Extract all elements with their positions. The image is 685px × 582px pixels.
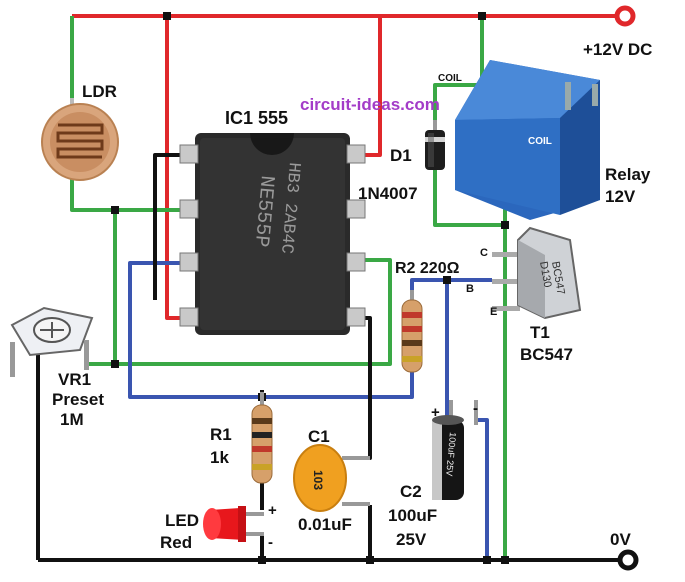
c1-label: C1 <box>308 427 330 446</box>
junction-dot <box>111 206 119 214</box>
transistor-body-1: BC547 <box>549 260 567 295</box>
ldr <box>41 98 119 181</box>
red-wire-ic-pin8 <box>355 16 382 157</box>
blue-wire-c2-minus <box>477 418 489 560</box>
green-wire-ic-pin3 <box>115 258 392 366</box>
c2-label: C2 <box>400 482 422 501</box>
junction-dot <box>478 12 486 20</box>
resistor-r1 <box>251 392 273 484</box>
junction-dot <box>163 12 171 20</box>
c2-body: 100uF 25V <box>444 432 458 477</box>
junction-dot <box>366 556 374 564</box>
coil-right-label: COIL <box>528 136 552 147</box>
junction-dot <box>501 221 509 229</box>
led-red <box>203 506 264 542</box>
preset-label-2: Preset <box>52 390 104 409</box>
green-wire-coil-top <box>433 16 484 130</box>
transistor-part: BC547 <box>520 345 573 364</box>
led-plus: + <box>268 502 277 519</box>
transistor-body-2: D130 <box>537 260 553 288</box>
preset-label-3: 1M <box>60 410 84 429</box>
relay-rating: 12V <box>605 187 636 206</box>
ic-555: NE555P HB3 2AB4C <box>179 133 366 335</box>
r1-label-2: 1k <box>210 448 229 467</box>
junction-dot <box>501 556 509 564</box>
resistor-r2 <box>401 290 423 373</box>
green-wire-ldr-bottom <box>70 178 186 212</box>
transistor-label: T1 <box>530 323 550 342</box>
diode-part: 1N4007 <box>358 184 418 203</box>
diode-d1 <box>425 120 445 170</box>
led-minus: - <box>268 534 273 551</box>
green-wire-preset <box>88 210 117 366</box>
black-wire-ic-pin1 <box>153 153 186 300</box>
preset-label-1: VR1 <box>58 370 91 389</box>
c2-plus: + <box>431 404 440 421</box>
c1-code: 103 <box>311 470 325 490</box>
led-label-1: LED <box>165 511 199 530</box>
c2-value-2: 25V <box>396 530 427 549</box>
pin-c-label: C <box>480 247 488 259</box>
diode-label: D1 <box>390 146 412 165</box>
transistor-t1: BC547 D130 <box>492 226 582 320</box>
ic-label: IC1 555 <box>225 108 288 128</box>
black-wire-ic-c1 <box>355 316 372 460</box>
green-wire-diode-bottom <box>433 168 505 227</box>
ldr-label: LDR <box>82 82 117 101</box>
capacitor-c2: 100uF 25V <box>432 400 478 500</box>
led-label-2: Red <box>160 533 192 552</box>
junction-dot <box>258 556 266 564</box>
junction-dot <box>483 556 491 564</box>
supply-positive-label: +12V DC <box>583 40 652 59</box>
c2-minus: - <box>473 400 478 417</box>
pin-e-label: E <box>490 306 497 318</box>
blue-wire-r2-top <box>410 278 492 300</box>
capacitor-c1: 103 <box>293 444 370 512</box>
r2-label: R2 220Ω <box>395 260 460 277</box>
r1-label-1: R1 <box>210 425 232 444</box>
pin-b-label: B <box>466 283 474 295</box>
coil-left-label: COIL <box>438 73 462 84</box>
preset-vr1 <box>10 306 94 377</box>
c1-value: 0.01uF <box>298 515 352 534</box>
supply-ground-label: 0V <box>610 530 631 549</box>
red-wire-ic-pin4 <box>165 16 186 320</box>
blue-wire-c2-plus <box>445 280 452 422</box>
relay-label: Relay <box>605 165 651 184</box>
ground-terminal <box>617 549 639 571</box>
c2-value-1: 100uF <box>388 506 437 525</box>
positive-terminal <box>614 5 636 27</box>
relay <box>455 60 600 220</box>
watermark: circuit-ideas.com <box>300 95 440 114</box>
junction-dot <box>111 360 119 368</box>
junction-dot <box>443 276 451 284</box>
blue-wire-trigger <box>128 261 414 399</box>
